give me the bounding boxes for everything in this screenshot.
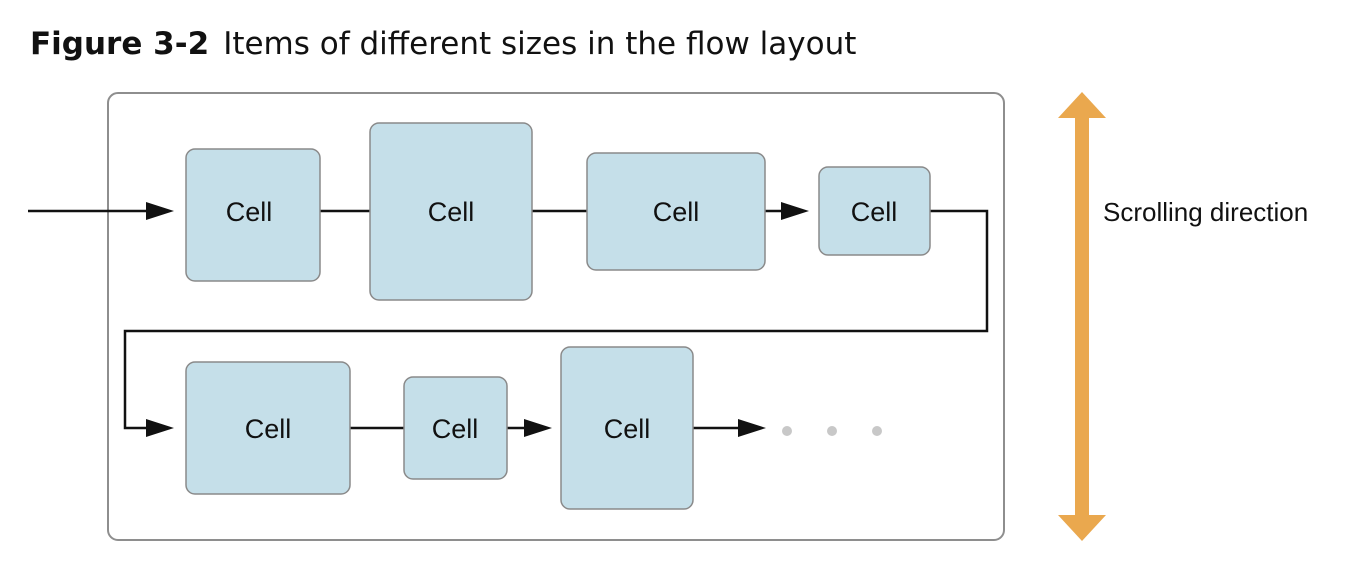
cell-label: Cell [245,414,292,444]
cell-7: Cell [560,346,694,510]
flow-connectors [28,202,989,437]
figure-label: Figure 3-2 [30,26,210,62]
figure-caption: Figure 3-2 Items of different sizes in th… [30,26,856,62]
ellipsis-dots [782,426,882,436]
scroll-direction-label: Scrolling direction [1103,197,1308,227]
cell-label: Cell [851,197,898,227]
cell-box [560,346,694,510]
entry-arrowhead [146,202,174,220]
cell-5: Cell [185,361,351,495]
arrowhead-7-more [738,419,766,437]
cell-4: Cell [818,166,931,256]
cell-box [586,152,766,271]
cell-box [818,166,931,256]
cell-2: Cell [369,122,533,301]
cell-box [369,122,533,301]
row-wrap-connector [123,209,989,430]
cell-box [185,361,351,495]
ellipsis-dot [872,426,882,436]
cell-3: Cell [586,152,766,271]
cell-1: Cell [185,148,321,282]
cell-label: Cell [428,197,475,227]
ellipsis-dot [827,426,837,436]
figure-title: Items of different sizes in the flow lay… [223,26,857,62]
cell-label: Cell [653,197,700,227]
cell-label: Cell [226,197,273,227]
arrowhead-6-7 [524,419,552,437]
cell-6: Cell [403,376,508,480]
cell-box [403,376,508,480]
scroll-direction-arrow-icon [1058,92,1106,541]
row-wrap-arrowhead [146,419,174,437]
cell-label: Cell [432,414,479,444]
cell-box [185,148,321,282]
cell-label: Cell [604,414,651,444]
arrowhead-3-4 [781,202,809,220]
ellipsis-dot [782,426,792,436]
